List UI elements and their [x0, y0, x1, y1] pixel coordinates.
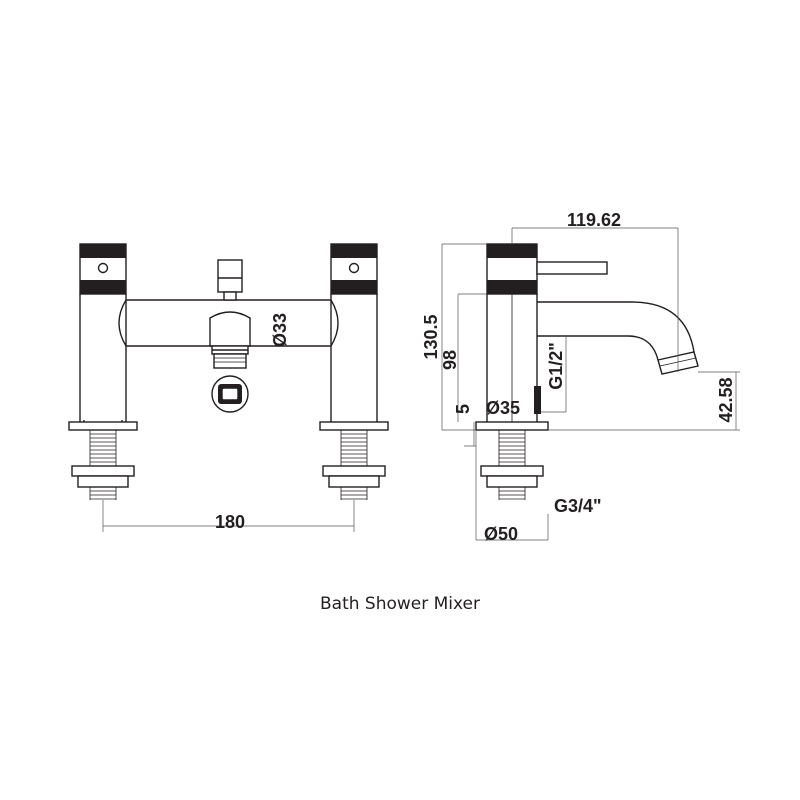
left-handle-indicator [97, 262, 109, 274]
body-height-dim-label: 98 [440, 350, 460, 370]
centres-dim-label: 180 [215, 512, 245, 532]
right-pillar [319, 243, 389, 500]
shroud-diameter-label: Ø35 [486, 398, 520, 418]
shower-outlet [209, 311, 251, 413]
right-handle-indicator [348, 262, 360, 274]
dimension-outlet-height: 42.58 [548, 371, 740, 431]
product-caption: Bath Shower Mixer [319, 594, 481, 614]
outlet-thread-label: G1/2" [546, 342, 566, 390]
dimension-depth: 119.62 [511, 210, 679, 372]
depth-dim-label: 119.62 [567, 210, 621, 230]
body-diameter-label: Ø33 [270, 313, 290, 347]
side-view: 119.62 130.5 98 5 Ø35 G1/2" 42.58 [421, 210, 740, 544]
lever-handle [536, 261, 608, 275]
diverter-outlet [534, 386, 541, 414]
deck-gap-dim-label: 5 [453, 404, 473, 414]
height-dim-label: 130.5 [421, 314, 441, 359]
diverter-knob [217, 259, 243, 301]
dimension-base-diameter: Ø50 [475, 430, 548, 544]
dimension-deck-gap: 5 [453, 404, 476, 447]
left-pillar [68, 243, 138, 500]
front-view: 180 Ø33 [68, 243, 389, 532]
tail-thread-label: G3/4" [554, 496, 602, 516]
dimension-outlet-thread: G1/2" [541, 336, 567, 413]
dimension-height: 130.5 [421, 243, 487, 431]
side-pillar [475, 243, 608, 500]
base-diameter-label: Ø50 [484, 524, 518, 544]
dimension-body-height: 98 [440, 293, 487, 422]
dimension-tail-thread: G3/4" [547, 496, 602, 540]
dimension-centres: 180 [102, 500, 355, 532]
outlet-height-dim-label: 42.58 [716, 377, 736, 422]
